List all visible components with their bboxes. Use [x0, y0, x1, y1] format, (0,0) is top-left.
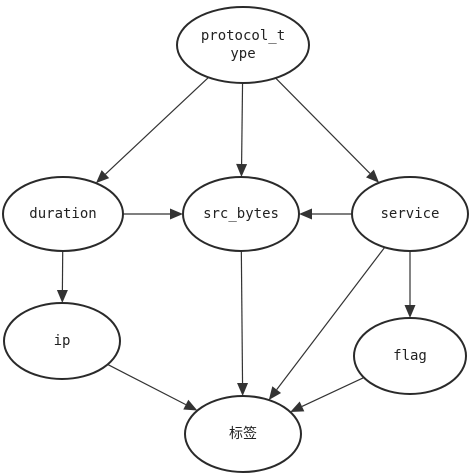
edge-protocol_type-to-src_bytes: [240, 82, 244, 165]
node-label-service-0: service: [380, 206, 439, 222]
arrowhead-protocol_type-to-duration: [95, 170, 110, 184]
node-ellipse-label: [184, 395, 302, 473]
edge-ip-to-label: [107, 363, 187, 406]
edge-protocol_type-to-duration: [105, 76, 209, 175]
edges-layer: [56, 76, 416, 412]
arrowhead-protocol_type-to-src_bytes: [236, 163, 248, 178]
node-label-protocol_type-1: ype: [230, 46, 255, 62]
arrowhead-duration-to-ip: [56, 289, 68, 304]
node-ip: ip: [3, 302, 121, 380]
node-label-duration-0: duration: [29, 206, 96, 222]
arrowhead-duration-to-src_bytes: [170, 208, 183, 220]
arrowhead-flag-to-label: [290, 401, 305, 412]
node-service: service: [351, 176, 469, 252]
arrowhead-service-to-flag: [404, 305, 416, 318]
arrowhead-service-to-src_bytes: [299, 208, 312, 220]
arrowhead-src_bytes-to-label: [237, 382, 249, 397]
edge-protocol_type-to-service: [275, 77, 371, 174]
node-label-flag-0: flag: [393, 348, 427, 364]
node-label-protocol_type-0: protocol_t: [201, 28, 285, 44]
node-duration: duration: [2, 176, 124, 252]
node-label-src_bytes-0: src_bytes: [203, 206, 279, 222]
arrowhead-service-to-label: [268, 386, 282, 400]
node-label-ip-0: ip: [54, 333, 71, 349]
edge-flag-to-label: [301, 377, 365, 407]
node-flag: flag: [353, 317, 467, 395]
arrowhead-ip-to-label: [183, 399, 198, 411]
node-ellipse-protocol_type: [176, 6, 310, 84]
node-ellipse-flag: [353, 317, 467, 395]
node-ellipse-src_bytes: [182, 176, 300, 252]
edge-src_bytes-to-label: [240, 250, 244, 384]
node-src_bytes: src_bytes: [182, 176, 300, 252]
node-label-label-0: 标签: [229, 425, 257, 442]
node-ellipse-service: [351, 176, 469, 252]
node-label: 标签: [184, 395, 302, 473]
edge-service-to-label: [276, 246, 386, 390]
node-ellipse-duration: [2, 176, 124, 252]
node-ellipse-ip: [3, 302, 121, 380]
arrowhead-protocol_type-to-service: [366, 169, 380, 183]
